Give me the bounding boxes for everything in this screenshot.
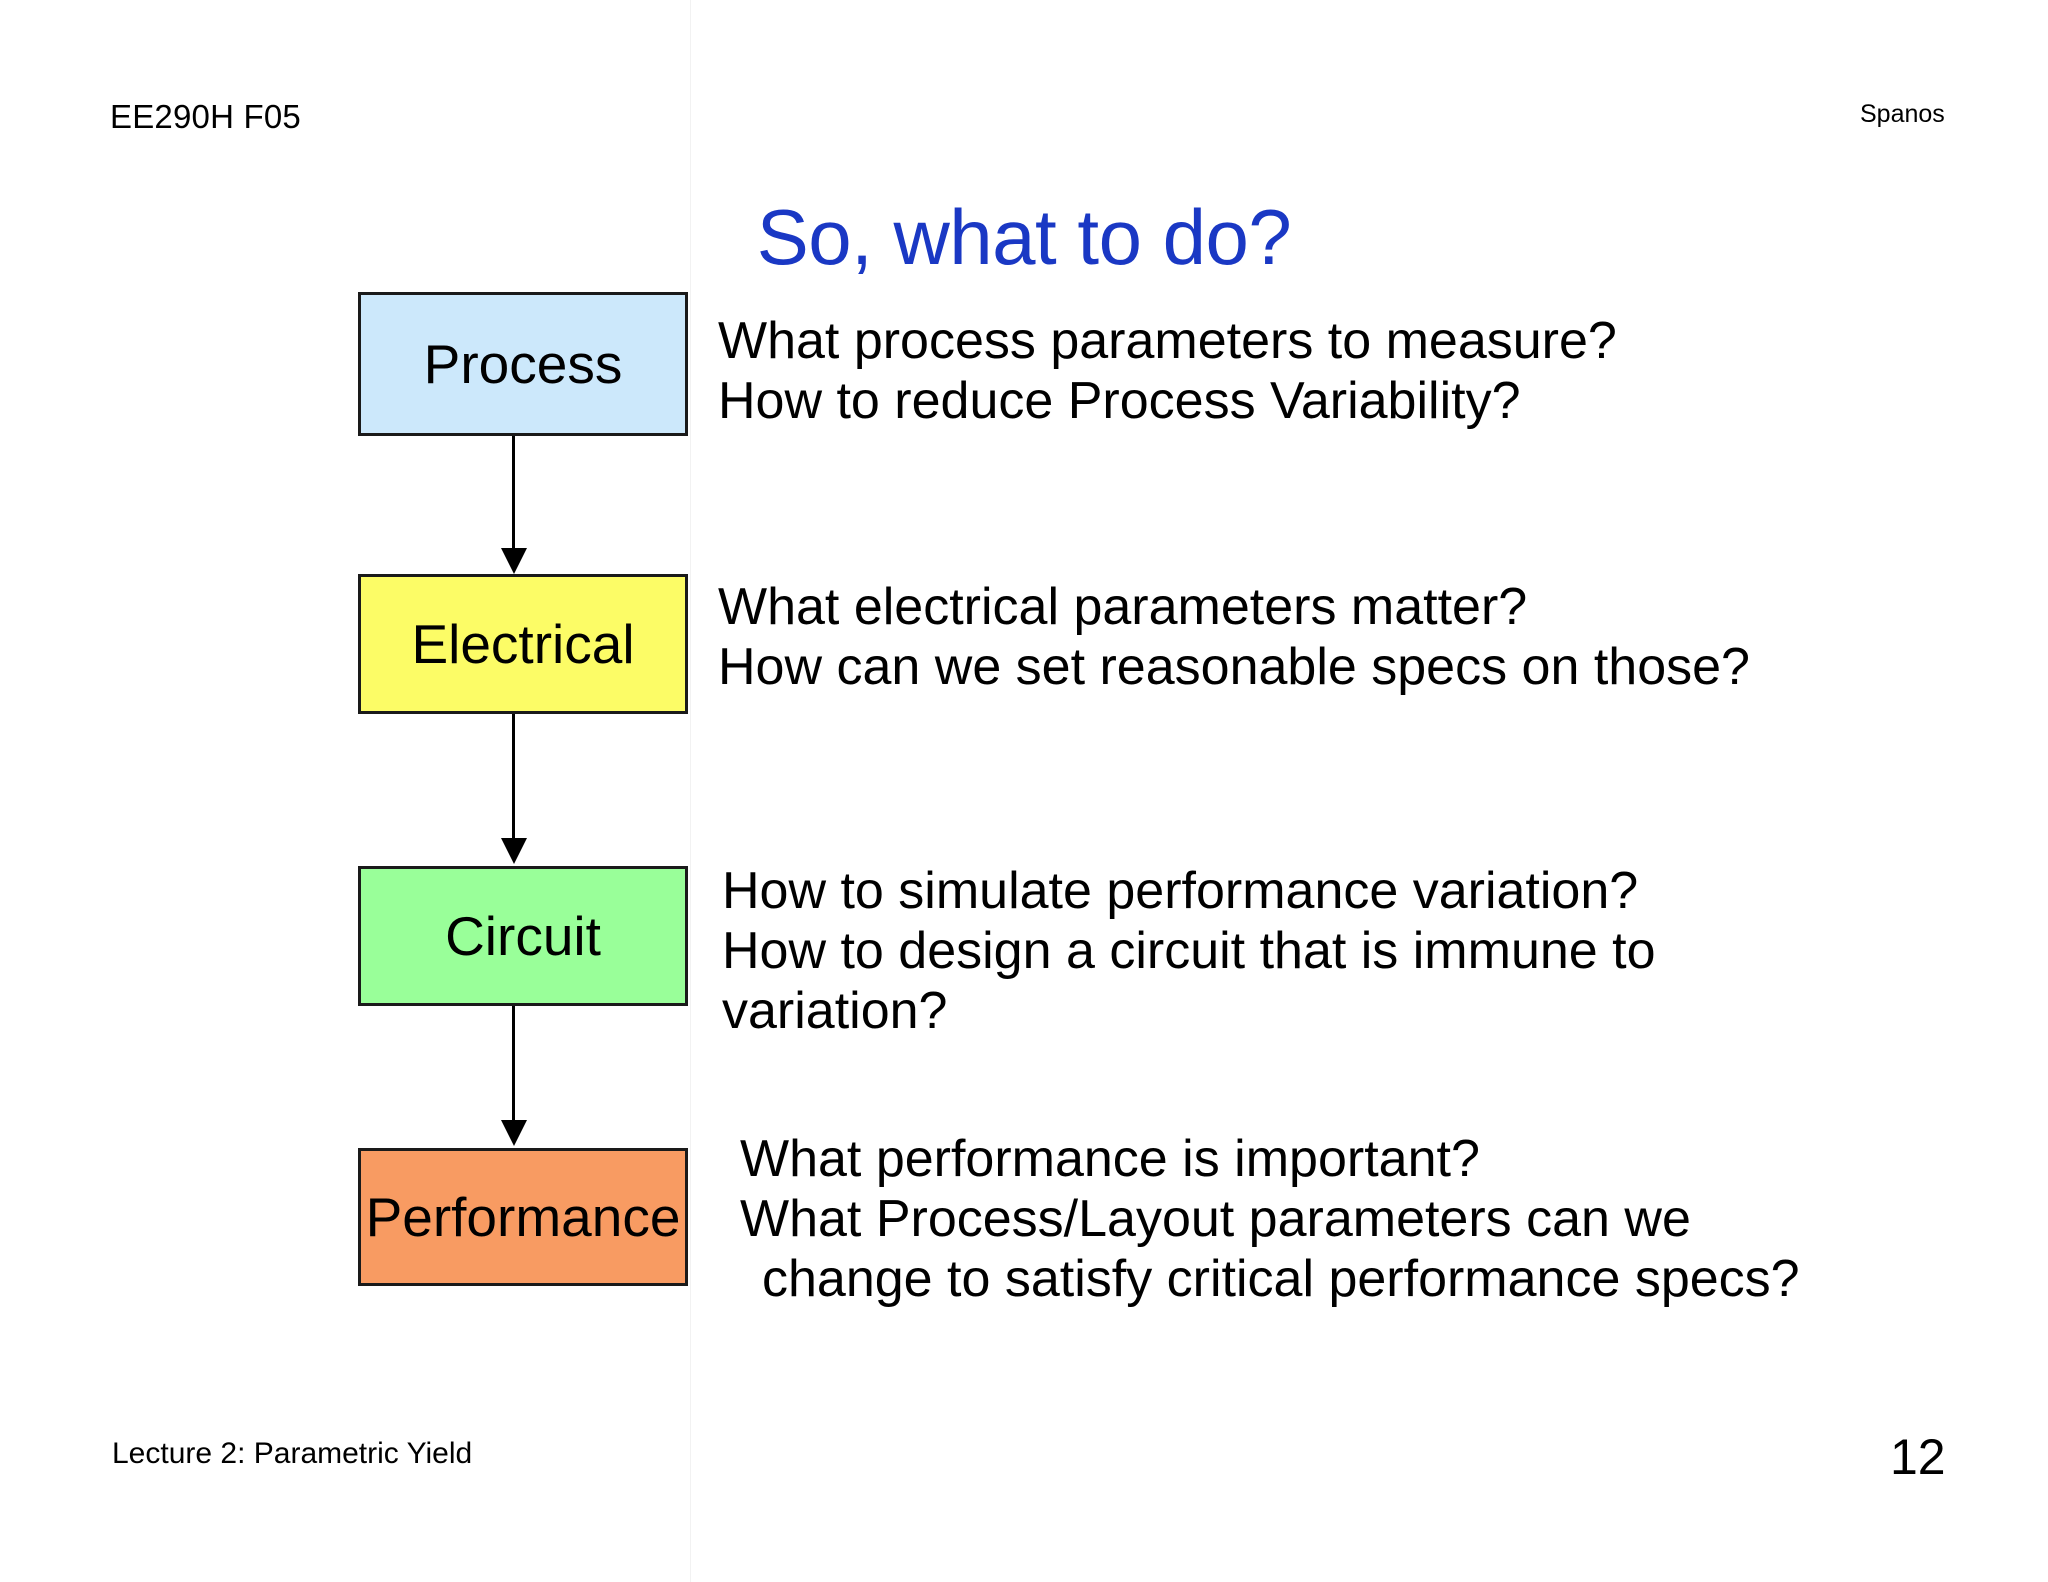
question-line: What performance is important? bbox=[740, 1130, 1480, 1188]
connector-shaft bbox=[512, 436, 515, 552]
footer-lecture-label: Lecture 2: Parametric Yield bbox=[112, 1437, 473, 1470]
flow-box-process: Process bbox=[358, 292, 688, 436]
question-line: How can we set reasonable specs on those… bbox=[718, 637, 1750, 696]
question-line: How to simulate performance variation? bbox=[722, 862, 1639, 920]
flow-box-process-label: Process bbox=[423, 332, 623, 395]
connector-shaft bbox=[512, 714, 515, 842]
question-line: What process parameters to measure? bbox=[718, 312, 1617, 370]
questions-performance: What performance is important? What Proc… bbox=[740, 1130, 1800, 1309]
questions-circuit: How to simulate performance variation? H… bbox=[722, 862, 1656, 1041]
question-line: variation? bbox=[722, 981, 948, 1040]
flow-box-performance-label: Performance bbox=[365, 1185, 681, 1248]
connector-shaft bbox=[512, 1006, 515, 1124]
flow-box-electrical: Electrical bbox=[358, 574, 688, 714]
page-number: 12 bbox=[1890, 1429, 1946, 1485]
questions-process: What process parameters to measure? How … bbox=[718, 312, 1617, 432]
question-line: change to satisfy critical performance s… bbox=[762, 1249, 1800, 1308]
flow-box-circuit-label: Circuit bbox=[445, 904, 601, 967]
flow-box-performance: Performance bbox=[358, 1148, 688, 1286]
author-header: Spanos bbox=[1860, 100, 1945, 128]
question-line: How to reduce Process Variability? bbox=[718, 371, 1521, 430]
page-title: So, what to do? bbox=[756, 193, 1292, 282]
course-code-header: EE290H F05 bbox=[110, 98, 301, 135]
scan-guide-line bbox=[690, 0, 691, 1582]
question-line: What Process/Layout parameters can we bbox=[740, 1189, 1691, 1248]
question-line: What electrical parameters matter? bbox=[718, 578, 1528, 636]
arrowhead-down-icon bbox=[501, 1120, 527, 1146]
flow-box-circuit: Circuit bbox=[358, 866, 688, 1006]
questions-electrical: What electrical parameters matter? How c… bbox=[718, 578, 1750, 698]
arrowhead-down-icon bbox=[501, 838, 527, 864]
question-line: How to design a circuit that is immune t… bbox=[722, 921, 1656, 980]
arrowhead-down-icon bbox=[501, 548, 527, 574]
flow-box-electrical-label: Electrical bbox=[411, 612, 635, 675]
